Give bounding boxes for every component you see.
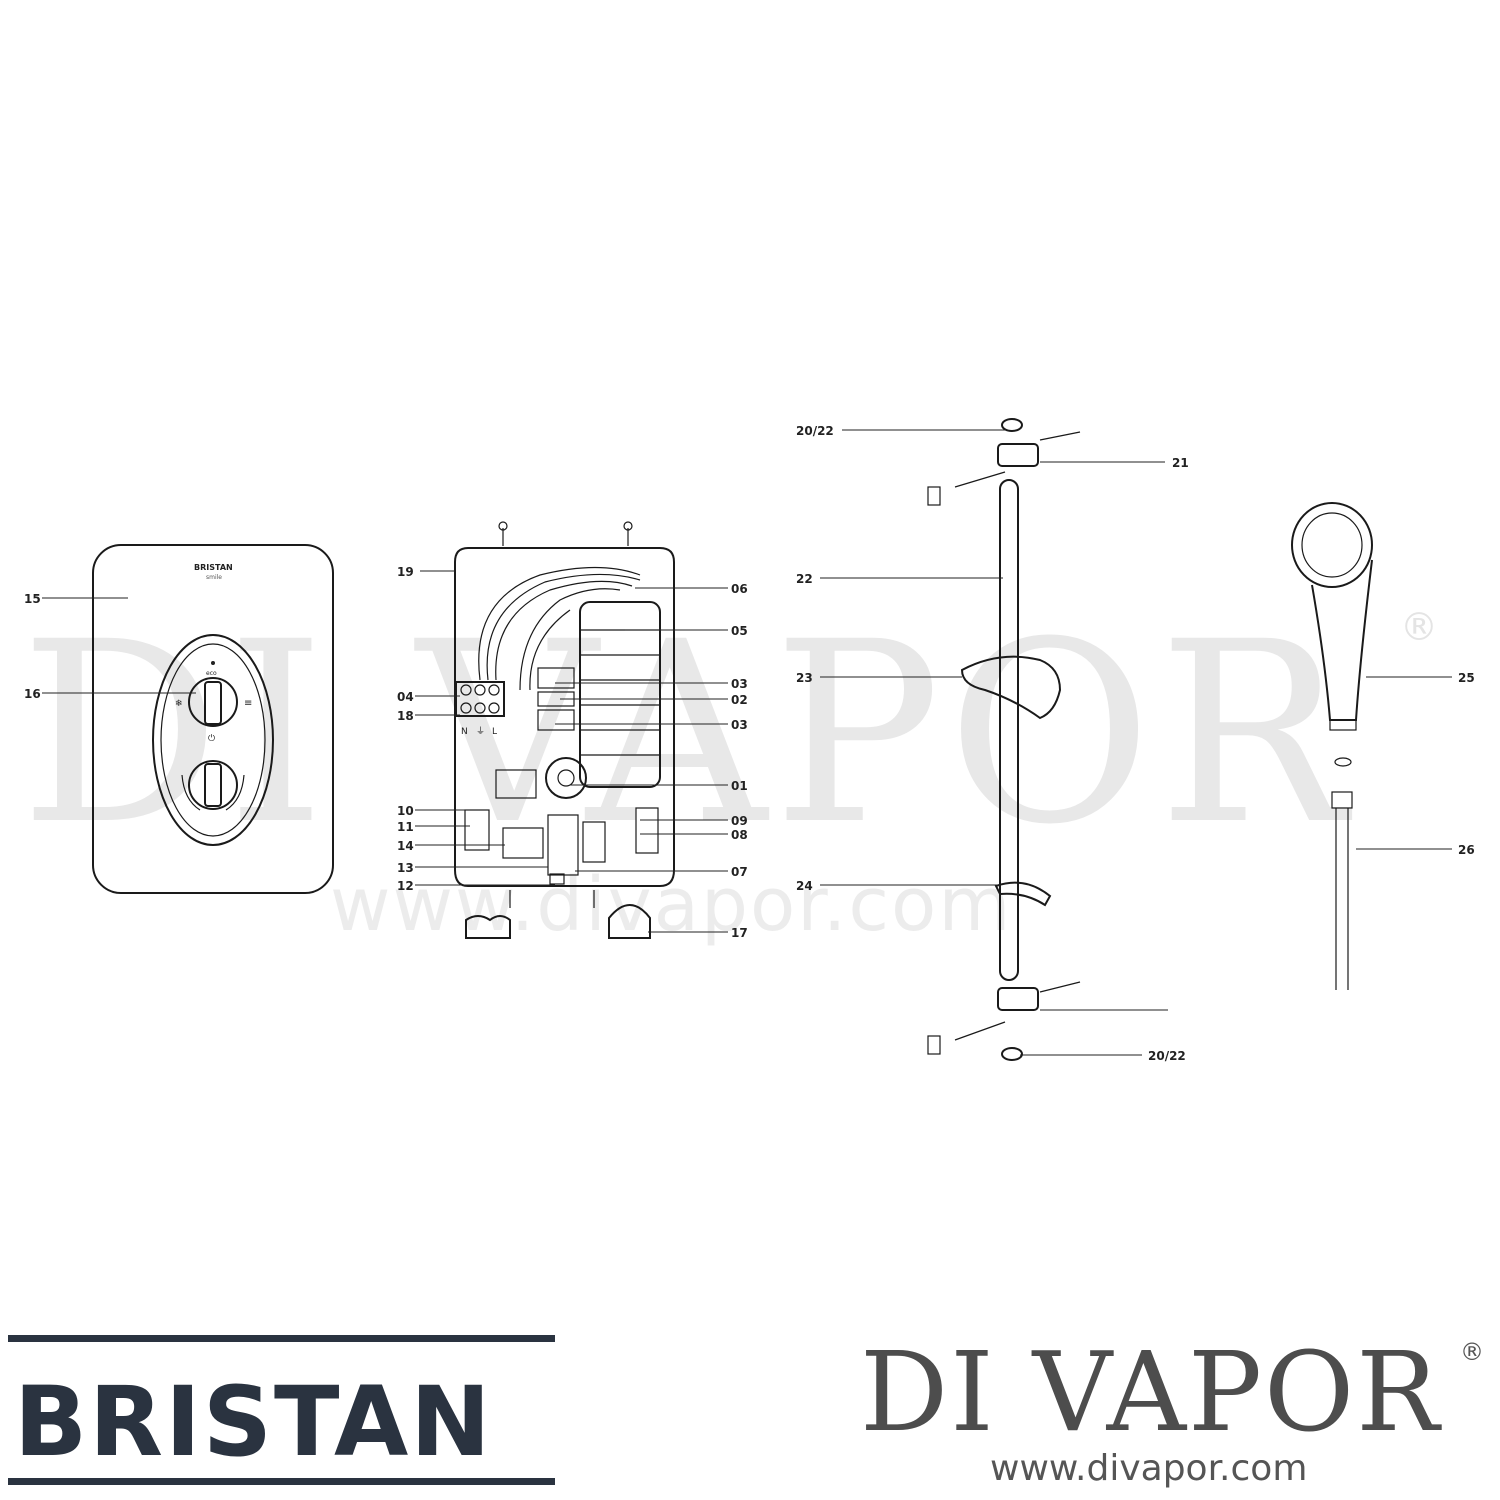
callout-03-bottom: 03: [731, 718, 748, 732]
callout-04: 04: [397, 690, 414, 704]
cold-symbol-icon: ❄: [175, 699, 183, 709]
temperature-knob[interactable]: [188, 760, 238, 810]
callout-17: 17: [731, 926, 748, 940]
callout-13: 13: [397, 861, 414, 875]
shower-front-cover: BRISTAN smile eco ❄ ≡ ⏻: [92, 544, 334, 894]
callout-15: 15: [24, 592, 41, 606]
cover-model-text: smile: [206, 574, 222, 581]
svg-text:eco: eco: [206, 670, 217, 677]
callout-24: 24: [796, 879, 813, 893]
callout-23: 23: [796, 671, 813, 685]
callout-26: 26: [1458, 843, 1475, 857]
callout-20-22-bottom: 20/22: [1148, 1049, 1186, 1063]
callout-labels: 15 16 19 04 18 10 11 14 13 12 06 05 03 0…: [24, 424, 1475, 1063]
callout-25: 25: [1458, 671, 1475, 685]
bristan-logo-text: BRISTAN: [14, 1366, 493, 1478]
callout-14: 14: [397, 839, 414, 853]
callout-21: 21: [1172, 456, 1189, 470]
power-off-icon: ⏻: [208, 733, 215, 744]
callout-18: 18: [397, 709, 414, 723]
riser-rail-kit: [927, 418, 1081, 1061]
divapor-url-text: www.divapor.com: [990, 1448, 1307, 1489]
callout-06: 06: [731, 582, 748, 596]
hot-symbol-icon: ≡: [244, 698, 252, 709]
watermark-url: www.divapor.com: [330, 862, 1012, 948]
bristan-logo: BRISTAN: [8, 1335, 555, 1485]
callout-01: 01: [731, 779, 748, 793]
callout-20-22-top: 20/22: [796, 424, 834, 438]
divapor-registered-mark: ®: [1460, 1338, 1484, 1366]
callout-leaders: [42, 429, 1452, 1056]
callout-11: 11: [397, 820, 414, 834]
callout-07: 07: [731, 865, 748, 879]
watermark-registered: ®: [1400, 605, 1438, 649]
callout-05: 05: [731, 624, 748, 638]
callout-03-top: 03: [731, 677, 748, 691]
callout-19: 19: [397, 565, 414, 579]
callout-22: 22: [796, 572, 813, 586]
temperature-arc-cold: [181, 774, 201, 811]
terminal-l-label: L: [492, 727, 497, 737]
callout-16: 16: [24, 687, 41, 701]
temperature-arc-hot: [225, 774, 245, 811]
divapor-logo: DI VAPOR ® www.divapor.com: [860, 1328, 1484, 1489]
callout-08: 08: [731, 828, 748, 842]
terminal-n-label: N: [461, 727, 468, 737]
eco-indicator-icon: [211, 661, 215, 665]
divapor-logo-text: DI VAPOR: [860, 1328, 1442, 1456]
callout-10: 10: [397, 804, 414, 818]
shower-chassis: N ⏚ L: [454, 521, 675, 939]
callout-02: 02: [731, 693, 748, 707]
cover-brand-text: BRISTAN: [194, 563, 233, 572]
power-selector-knob[interactable]: [188, 677, 238, 727]
callout-09: 09: [731, 814, 748, 828]
shower-hose: [1331, 791, 1353, 990]
shower-handset: [1291, 502, 1373, 767]
callout-12: 12: [397, 879, 414, 893]
watermark: DI VAPOR ® www.divapor.com: [20, 588, 1438, 948]
watermark-text: DI VAPOR: [20, 588, 1353, 879]
earth-terminal-icon: ⏚: [476, 726, 485, 737]
